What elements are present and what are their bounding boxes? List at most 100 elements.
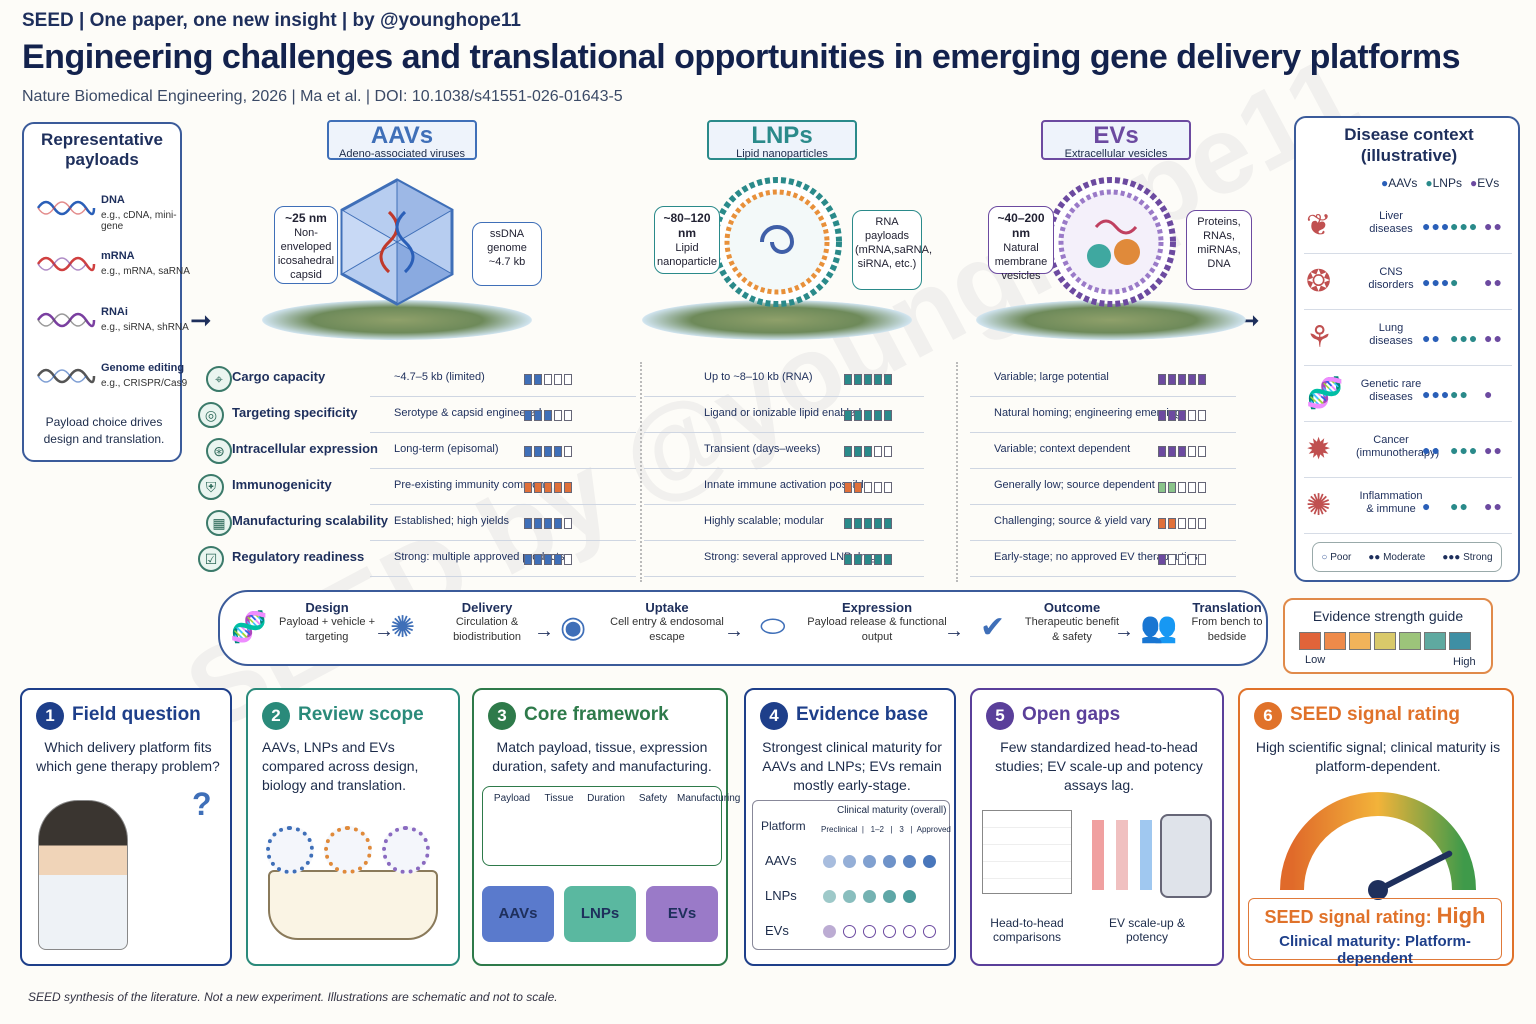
evidence-swatch: [1324, 632, 1346, 650]
platform-cell: Established; high yields: [394, 515, 509, 527]
lnp-dots: ●●●: [1450, 442, 1479, 458]
maturity-dot: [843, 925, 856, 938]
arrow-right-icon: ➞: [190, 305, 212, 335]
payload-name: Genome editing: [101, 362, 185, 374]
liver-icon: ❦: [1306, 209, 1332, 242]
signal-gauge: [1278, 790, 1478, 900]
maturity-dot: [843, 855, 856, 868]
high-label: High: [1453, 656, 1476, 668]
evidence-bars: [524, 518, 572, 529]
card-text: Which delivery platform fits which gene …: [36, 739, 220, 774]
citation: Nature Biomedical Engineering, 2026 | Ma…: [22, 88, 623, 105]
arrow-right-icon: →: [1114, 620, 1134, 642]
flow-step-desc: Payload release & functional output: [807, 616, 947, 643]
arrow-right-icon: ➞: [1238, 305, 1260, 335]
card-number: 4: [760, 702, 788, 730]
row-divider: [370, 468, 636, 469]
evidence-bars: [1158, 518, 1206, 529]
framework-item: Manufacturing: [677, 793, 741, 804]
evidence-bars: [844, 446, 892, 457]
particle-icon: [266, 826, 314, 874]
payload-name: mRNA: [101, 250, 135, 262]
criterion-label: Cargo capacity: [232, 369, 326, 384]
location-pin-icon: ⌖: [206, 366, 232, 392]
disease-title: Disease context (illustrative): [1344, 125, 1474, 165]
flow-step-title: Expression: [841, 600, 913, 615]
evidence-bars: [1158, 410, 1206, 421]
factory-icon: ▦: [206, 510, 232, 536]
evidence-bars: [524, 482, 572, 493]
maturity-dot: [863, 925, 876, 938]
particle-aavs-icon: [327, 172, 467, 312]
particle-lnps-icon: [707, 172, 847, 312]
criterion-label: Intracellular expression: [232, 441, 378, 456]
maturity-dot: [823, 890, 836, 903]
disease-row: 🧬Genetic rare diseases●●●●●●: [1304, 370, 1512, 422]
payloads-title: Representative payloads: [41, 130, 163, 169]
payload-callout: Proteins, RNAs, miRNAs, DNA: [1186, 210, 1252, 290]
maturity-dot: [903, 890, 916, 903]
payload-name: DNA: [101, 194, 125, 206]
platform-cell: Challenging; source & yield vary: [994, 515, 1152, 527]
lnp-dots: ●●●: [1450, 218, 1479, 234]
page-title: Engineering challenges and translational…: [22, 38, 1461, 76]
ev-dots: ●●: [1484, 330, 1503, 346]
particle-evs-icon: [1041, 172, 1181, 312]
arrow-right-icon: →: [374, 620, 394, 642]
disease-name: Lung diseases: [1369, 322, 1413, 347]
row-divider: [644, 396, 924, 397]
card-text: Few standardized head-to-head studies; E…: [995, 739, 1203, 793]
puzzle-piece-aavs: AAVs: [482, 886, 554, 942]
column-divider: [956, 362, 958, 582]
virus-icon: ✺: [390, 611, 416, 644]
evidence-bars: [844, 374, 892, 385]
evidence-bars: [1158, 554, 1206, 565]
card-title: Review scope: [298, 704, 424, 725]
puzzle-piece-lnps: LNPs: [564, 886, 636, 942]
payload-icon: [36, 252, 96, 276]
maturity-dot: [883, 855, 896, 868]
framework-item: Tissue: [544, 793, 574, 804]
framework-item: Duration: [587, 793, 625, 804]
criterion-label: Manufacturing scalability: [232, 513, 389, 528]
cancer-cell-icon: ✹: [1306, 433, 1332, 466]
lnp-dots: ●●: [1450, 498, 1469, 514]
platform-cell: Generally low; source dependent: [994, 479, 1155, 491]
legend-aavs: ●AAVs: [1381, 176, 1418, 190]
row-divider: [370, 576, 636, 577]
row-divider: [370, 432, 636, 433]
row-divider: [970, 540, 1236, 541]
evidence-swatch: [1449, 632, 1471, 650]
ev-dots: ●●: [1484, 218, 1503, 234]
framework-item: Safety: [638, 793, 668, 804]
disease-row: ✺Inflammation & immune●●●●●: [1304, 482, 1512, 534]
card-title: Evidence base: [796, 704, 929, 725]
particle-icon: [382, 826, 430, 874]
card-number: 2: [262, 702, 290, 730]
payload-example: e.g., CRISPR/Cas9: [101, 378, 188, 389]
maturity-dot: [863, 890, 876, 903]
platform-cell: Transient (days–weeks): [704, 443, 821, 455]
criterion-label: Immunogenicity: [232, 477, 332, 492]
maturity-row-label: EVs: [765, 923, 789, 938]
book-magnifier-icon: [268, 870, 438, 940]
aav-dots: ●●●: [1422, 274, 1451, 290]
puzzle-piece-evs: EVs: [646, 886, 718, 942]
disease-name: CNS disorders: [1368, 266, 1414, 291]
payload-icon: [36, 308, 96, 332]
evidence-bars: [844, 518, 892, 529]
shield-icon: ⛨: [198, 474, 224, 500]
payload-icon: [36, 364, 96, 388]
flow-step-title: Design: [305, 600, 349, 615]
flow-step-desc: Therapeutic benefit & safety: [1024, 616, 1120, 643]
gap-label: EV scale-up & potency: [1108, 916, 1186, 944]
maturity-dot: [863, 855, 876, 868]
immune-cell-icon: ✺: [1306, 489, 1332, 522]
